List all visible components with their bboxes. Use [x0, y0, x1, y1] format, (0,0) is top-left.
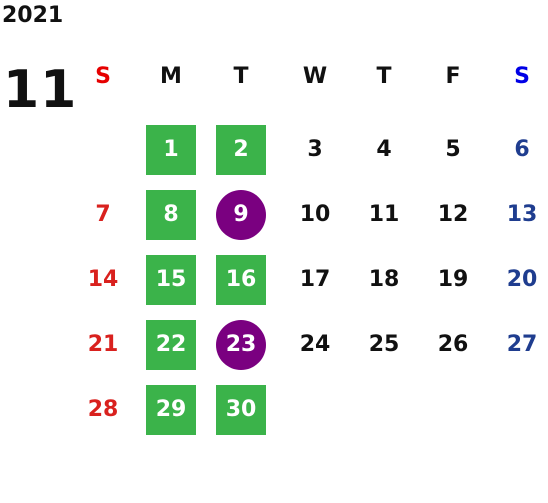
- weekday-header-wednesday: W: [302, 64, 328, 89]
- year-label: 2021: [2, 3, 64, 28]
- calendar-day-18[interactable]: 18: [368, 267, 400, 292]
- weekday-header-friday: F: [445, 64, 461, 89]
- calendar-day-28[interactable]: 28: [87, 397, 119, 422]
- calendar-day-10[interactable]: 10: [299, 202, 331, 227]
- weekday-header-thursday: T: [376, 64, 392, 89]
- calendar-day-19[interactable]: 19: [437, 267, 469, 292]
- calendar-day-22[interactable]: 22: [146, 320, 196, 370]
- calendar-day-24[interactable]: 24: [299, 332, 331, 357]
- calendar-day-30[interactable]: 30: [216, 385, 266, 435]
- calendar-day-4[interactable]: 4: [376, 137, 392, 162]
- calendar-day-8[interactable]: 8: [146, 190, 196, 240]
- calendar-day-29[interactable]: 29: [146, 385, 196, 435]
- calendar-day-6[interactable]: 6: [514, 137, 530, 162]
- calendar-day-11[interactable]: 11: [368, 202, 400, 227]
- calendar-day-9[interactable]: 9: [216, 190, 266, 240]
- calendar-day-23[interactable]: 23: [216, 320, 266, 370]
- month-number: 11: [3, 60, 78, 120]
- calendar-day-13[interactable]: 13: [506, 202, 538, 227]
- calendar-day-20[interactable]: 20: [506, 267, 538, 292]
- calendar-day-15[interactable]: 15: [146, 255, 196, 305]
- calendar-day-21[interactable]: 21: [87, 332, 119, 357]
- calendar-day-27[interactable]: 27: [506, 332, 538, 357]
- calendar-day-26[interactable]: 26: [437, 332, 469, 357]
- calendar-day-14[interactable]: 14: [87, 267, 119, 292]
- calendar-day-25[interactable]: 25: [368, 332, 400, 357]
- weekday-header-monday: M: [160, 64, 182, 89]
- calendar-day-1[interactable]: 1: [146, 125, 196, 175]
- calendar-day-17[interactable]: 17: [299, 267, 331, 292]
- weekday-header-sunday: S: [95, 64, 111, 89]
- calendar-day-3[interactable]: 3: [307, 137, 323, 162]
- calendar-day-7[interactable]: 7: [95, 202, 111, 227]
- weekday-header-tuesday: T: [233, 64, 249, 89]
- calendar-day-5[interactable]: 5: [445, 137, 461, 162]
- calendar-day-16[interactable]: 16: [216, 255, 266, 305]
- weekday-header-saturday: S: [514, 64, 530, 89]
- calendar-day-12[interactable]: 12: [437, 202, 469, 227]
- calendar-day-2[interactable]: 2: [216, 125, 266, 175]
